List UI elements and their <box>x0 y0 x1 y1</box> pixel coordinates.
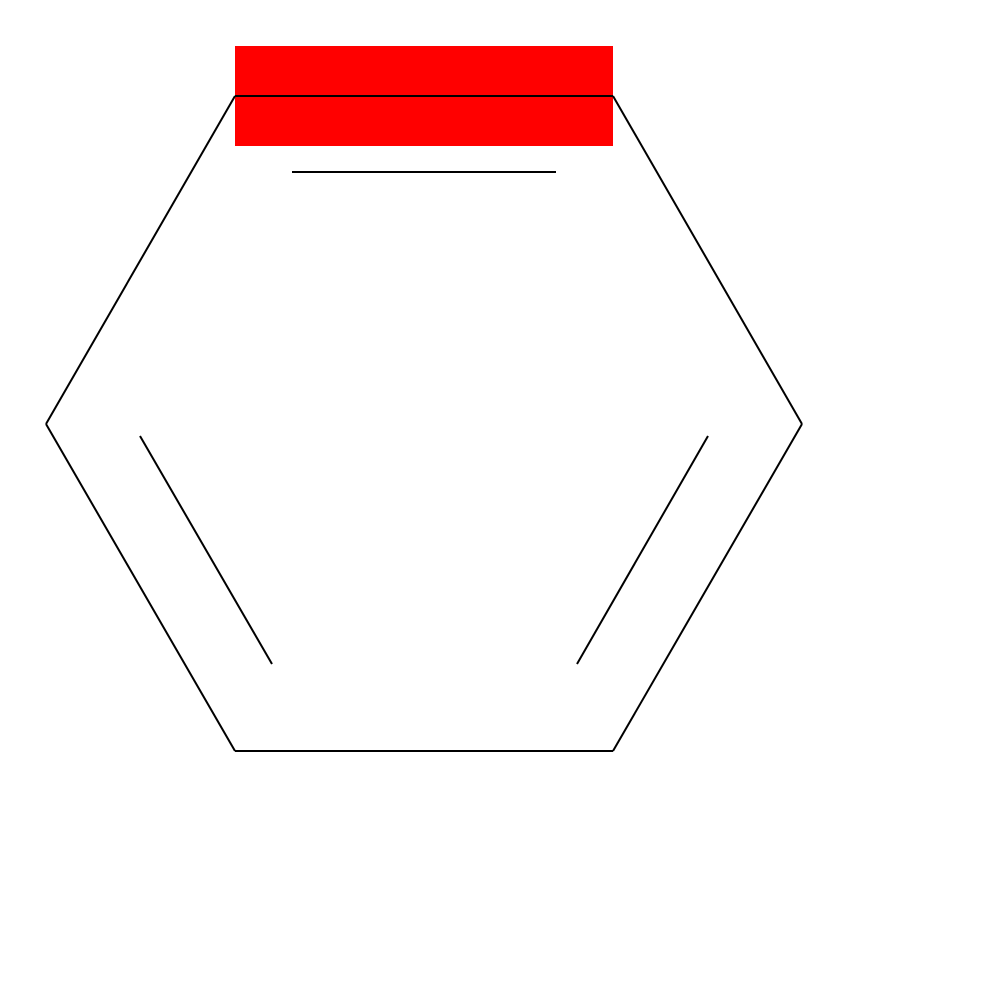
ring-bond-upper-left <box>45 95 236 425</box>
double-bond-inner-right <box>576 435 709 665</box>
ring-bond-upper-right <box>612 95 803 425</box>
benzene-ring <box>45 95 803 752</box>
ring-bond-lower-right <box>612 423 803 752</box>
double-bond-inner-left <box>139 435 273 665</box>
ring-bond-lower-left <box>45 423 236 752</box>
